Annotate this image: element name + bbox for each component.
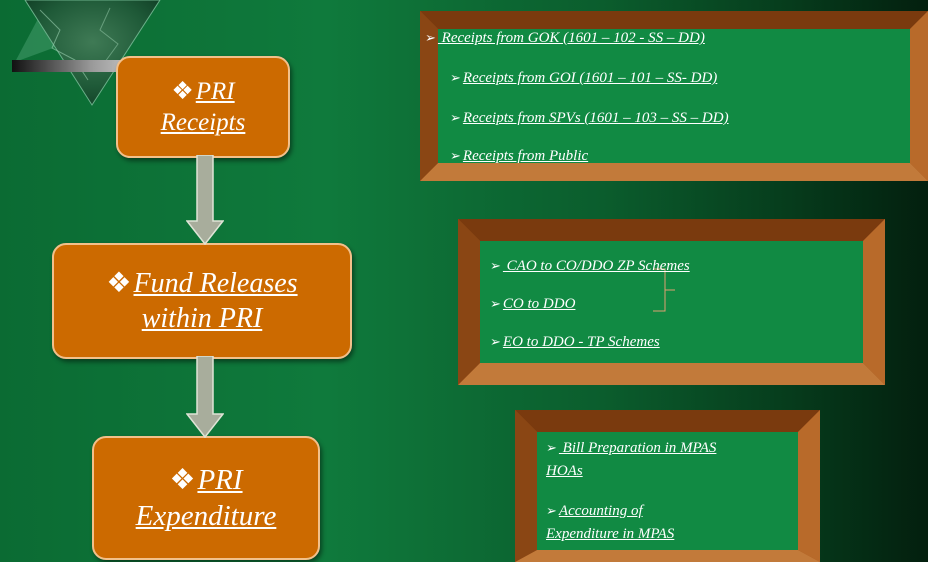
release-item-eo[interactable]: ➢EO to DDO - TP Schemes <box>490 334 660 350</box>
receipts-title-line1: PRI <box>195 77 235 105</box>
arrow-bullet-icon: ➢ <box>425 30 436 45</box>
expenditure-title-line1: PRI <box>197 463 243 496</box>
expenditure-title-line2: Expenditure <box>135 500 277 532</box>
releases-title-line2: within PRI <box>141 303 263 334</box>
expenditure-item-accounting-line2[interactable]: Expenditure in MPAS <box>546 526 675 542</box>
releases-detail-panel: ➢ CAO to CO/DDO ZP Schemes ➢CO to DDO ➢E… <box>458 219 885 385</box>
releases-title-line1: Fund Releases <box>133 268 298 299</box>
expenditure-detail-panel: ➢ Bill Preparation in MPAS HOAs ➢Account… <box>515 410 820 562</box>
diamond-bullet-icon: ❖ <box>171 77 194 105</box>
arrow-bullet-icon: ➢ <box>490 296 501 311</box>
arrow-bullet-icon: ➢ <box>546 503 557 518</box>
arrow-bullet-icon: ➢ <box>450 70 461 85</box>
fund-releases-box[interactable]: ❖Fund Releases within PRI <box>52 243 352 359</box>
receipt-item-goi[interactable]: ➢Receipts from GOI (1601 – 101 – SS- DD) <box>450 70 718 86</box>
down-arrow-1 <box>186 155 224 245</box>
expenditure-item-bill-line2[interactable]: HOAs <box>546 463 583 479</box>
pri-expenditure-box[interactable]: ❖PRI Expenditure <box>92 436 320 560</box>
arrow-bullet-icon: ➢ <box>546 440 557 455</box>
arrow-bullet-icon: ➢ <box>450 148 461 163</box>
release-item-cao[interactable]: ➢ CAO to CO/DDO ZP Schemes <box>490 258 690 274</box>
arrow-bullet-icon: ➢ <box>490 258 501 273</box>
expenditure-item-accounting-line1[interactable]: ➢Accounting of <box>546 503 643 519</box>
receipt-item-spvs[interactable]: ➢Receipts from SPVs (1601 – 103 – SS – D… <box>450 110 729 126</box>
arrow-bullet-icon: ➢ <box>490 334 501 349</box>
pri-receipts-box[interactable]: ❖PRI Receipts <box>116 56 290 158</box>
receipts-detail-panel: ➢ Receipts from GOK (1601 – 102 - SS – D… <box>420 11 928 181</box>
bracket-connector <box>653 268 675 312</box>
receipt-item-gok[interactable]: ➢ Receipts from GOK (1601 – 102 - SS – D… <box>425 30 705 46</box>
expenditure-item-bill-line1[interactable]: ➢ Bill Preparation in MPAS <box>546 440 717 456</box>
receipt-item-public[interactable]: ➢Receipts from Public <box>450 148 589 164</box>
down-arrow-2 <box>186 356 224 438</box>
arrow-bullet-icon: ➢ <box>450 110 461 125</box>
diamond-bullet-icon: ❖ <box>106 268 132 299</box>
release-item-co[interactable]: ➢CO to DDO <box>490 296 576 312</box>
diamond-bullet-icon: ❖ <box>169 463 196 496</box>
receipts-title-line2: Receipts <box>160 109 246 136</box>
